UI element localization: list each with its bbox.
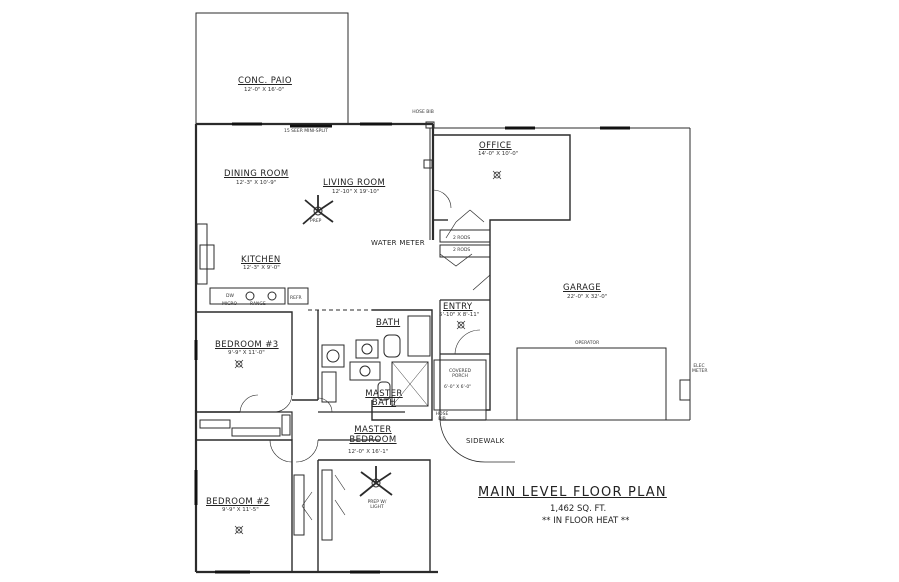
covered-porch-dims: 6'-0" X 6'-0"	[444, 385, 472, 390]
closet-shelf	[439, 229, 491, 243]
closet-shelf	[231, 427, 281, 437]
patio-outline	[195, 12, 349, 125]
closet-shelf	[439, 244, 491, 258]
sink-basin	[359, 365, 371, 377]
elec-meter	[679, 379, 691, 401]
garage-door-jamb	[516, 410, 667, 420]
water-heater	[423, 159, 433, 169]
bedroom3-label: BEDROOM #3	[215, 340, 279, 350]
patio-dims: 12'-0" X 16'-0"	[244, 87, 285, 93]
living-room-label: LIVING ROOM	[323, 178, 386, 188]
bedroom2-closet	[293, 474, 305, 536]
hose-bib	[425, 121, 435, 129]
ceiling-fan	[359, 466, 393, 497]
bedroom2-label: BEDROOM #2	[206, 497, 270, 507]
master-bath-walls	[318, 411, 405, 441]
closet-rods-1: 2 RODS	[453, 236, 471, 241]
sidewalk-curve	[439, 419, 515, 463]
kitchen-counter-bottom	[209, 287, 286, 305]
dining-room-dims: 12'-3" X 10'-9"	[236, 180, 277, 186]
dw-label: DW	[226, 294, 234, 299]
garage-dims: 22'-0" X 32'-0"	[567, 294, 608, 300]
plan-area: 1,462 SQ. FT.	[550, 504, 607, 514]
garage-door	[516, 347, 667, 421]
light-marker	[234, 170, 502, 535]
office-label: OFFICE	[479, 141, 512, 151]
bath-label: BATH	[376, 318, 401, 328]
window	[215, 122, 630, 574]
covered-porch	[433, 359, 487, 411]
seer-note: 15 SEER MINI-SPLIT	[284, 129, 328, 134]
closet-shelf	[199, 419, 231, 429]
kitchen-sink	[199, 244, 215, 270]
sink-basin	[361, 343, 373, 355]
toilet	[383, 334, 401, 358]
bifold-door	[445, 209, 485, 239]
elec-meter-label: ELEC METER	[692, 364, 708, 374]
door-swing	[317, 397, 333, 413]
master-shower	[391, 361, 429, 407]
sidewalk-label: SIDEWALK	[466, 437, 505, 445]
range-burner	[245, 291, 255, 301]
master-suite-walls	[292, 309, 433, 572]
washer	[321, 344, 345, 368]
master-bedroom-label: MASTER BEDROOM	[349, 425, 397, 445]
kitchen-counter-side	[196, 223, 208, 285]
plan-title: MAIN LEVEL FLOOR PLAN	[478, 485, 667, 500]
dining-room-label: DINING ROOM	[224, 169, 289, 179]
master-bedroom-dims: 12'-0" X 16'-1"	[348, 449, 389, 455]
bedroom2-wall	[196, 439, 293, 572]
garage-inner-wall	[486, 250, 491, 411]
kitchen-label: KITCHEN	[241, 255, 281, 265]
door-swing	[269, 439, 319, 463]
closet-shelf	[281, 414, 291, 436]
shower-drain-lines	[391, 361, 429, 407]
master-fan-note: PREP W/ LIGHT	[367, 500, 387, 510]
washer-drum	[326, 349, 340, 363]
master-toilet	[377, 381, 391, 401]
bifold-door	[439, 253, 473, 267]
bedroom3-dims: 9'-9" X 11'-0"	[228, 350, 265, 356]
ceiling-fan	[302, 195, 334, 225]
bifold-door	[301, 491, 313, 521]
operator-label: OPERATOR	[575, 341, 600, 346]
entry-dims: 5'-10" X 8'-11"	[439, 312, 480, 318]
range-label: RANGE	[250, 302, 266, 307]
garage-label: GARAGE	[563, 283, 601, 293]
kitchen-dims: 12'-3" X 9'-0"	[243, 265, 280, 271]
closet-rods-2: 2 RODS	[453, 248, 471, 253]
bifold-door	[334, 474, 346, 516]
hose-bib-label-top: HOSE BIB	[412, 110, 434, 115]
hose-bib-label-front: HOSE BIB	[435, 412, 449, 422]
entry-label: ENTRY	[443, 302, 473, 312]
master-closet	[321, 469, 333, 541]
vanity	[355, 339, 379, 359]
living-fan-note: PREP	[310, 219, 322, 224]
door-swing	[454, 329, 481, 355]
master-bath-label: MASTER BATH	[365, 389, 403, 409]
bedroom-closet-wall	[200, 411, 293, 440]
bedroom2-dims: 9'-9" X 11'-5"	[222, 507, 259, 513]
office-dims: 14'-0" X 10'-0"	[478, 151, 519, 157]
plan-heat-note: ** IN FLOOR HEAT **	[542, 516, 630, 526]
patio-label: CONC. PAIO	[238, 76, 292, 86]
door-swing	[432, 189, 452, 209]
door-swing	[239, 394, 293, 413]
fridge-box	[287, 287, 309, 305]
bathtub	[407, 315, 431, 357]
water-meter-label: WATER METER	[371, 239, 425, 247]
micro-label: MICRO	[222, 302, 238, 307]
master-vanity	[349, 361, 381, 381]
door-leaf	[472, 274, 491, 291]
bedroom3-wall	[196, 311, 293, 413]
linen-closet	[321, 371, 337, 403]
living-room-dims: 12'-10" X 19'-10"	[332, 189, 380, 195]
covered-porch-label: COVERED PORCH	[449, 369, 471, 379]
range-burner	[267, 291, 277, 301]
refr-label: REFR	[290, 296, 302, 301]
garage-exterior-wall	[429, 127, 691, 420]
